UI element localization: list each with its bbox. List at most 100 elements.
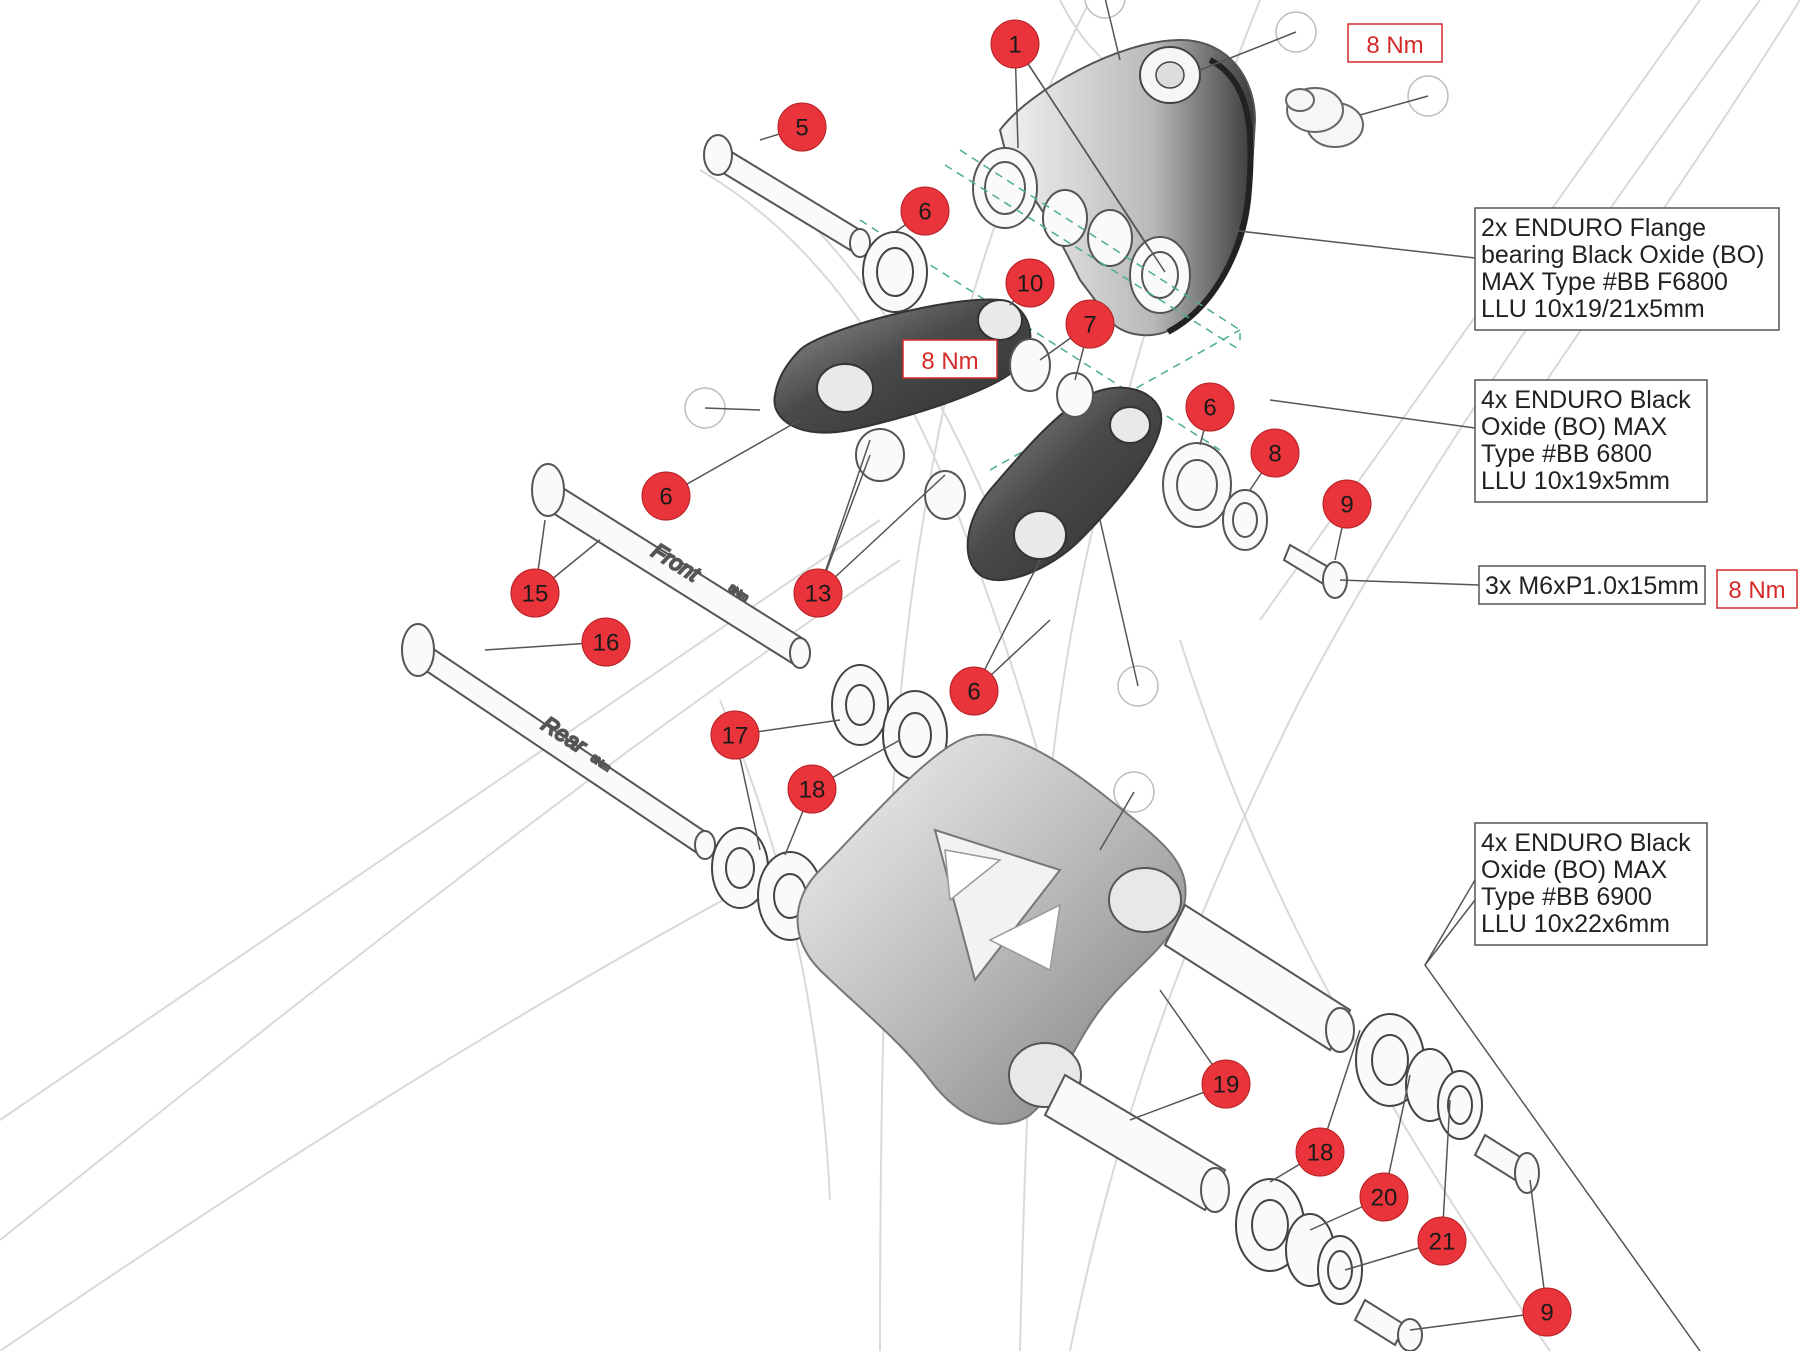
marker-number: 13 xyxy=(805,581,832,608)
part-marker-20: 20 xyxy=(1359,1172,1409,1222)
marker-number: 9 xyxy=(1340,492,1353,519)
top-bearing-stack xyxy=(972,147,1191,314)
callout-box xyxy=(1474,379,1708,503)
part-marker-6: 6 xyxy=(900,186,950,236)
marker-circle xyxy=(1359,1172,1409,1222)
marker-circle xyxy=(1322,479,1372,529)
part-marker-5: 5 xyxy=(777,102,827,152)
marker-circle xyxy=(1065,299,1115,349)
marker-circle xyxy=(1250,428,1300,478)
callout-line: LLU 10x22x6mm xyxy=(1481,910,1670,938)
marker-circle xyxy=(1185,382,1235,432)
marker-number: 6 xyxy=(918,199,931,226)
marker-number: 9 xyxy=(1540,1300,1553,1327)
part-marker-6: 6 xyxy=(1185,382,1235,432)
bolt-9a xyxy=(1282,543,1348,599)
callout-long-leader xyxy=(1424,899,1701,1352)
part-marker-17: 17 xyxy=(710,710,760,760)
sleeves-19 xyxy=(1043,903,1355,1213)
marker-circle xyxy=(581,617,631,667)
part-marker-18: 18 xyxy=(1295,1127,1345,1177)
bolts-9-lower xyxy=(1353,1133,1540,1352)
marker-number: 19 xyxy=(1213,1072,1240,1099)
callout-line: LLU 10x19/21x5mm xyxy=(1481,295,1705,323)
callout-line: Type #BB 6800 xyxy=(1481,440,1652,468)
marker-number: 18 xyxy=(1307,1140,1334,1167)
part-marker-1: 1 xyxy=(990,19,1040,69)
callout-line: 2x ENDURO Flange xyxy=(1481,214,1706,242)
part-marker-16: 16 xyxy=(581,617,631,667)
callout-leader xyxy=(1339,579,1480,586)
marker-number: 8 xyxy=(1268,441,1281,468)
callout-leader xyxy=(1269,399,1476,429)
marker-number: 7 xyxy=(1083,312,1096,339)
part-marker-13: 13 xyxy=(793,568,843,618)
part-marker-10: 10 xyxy=(1005,258,1055,308)
leader-line xyxy=(1199,31,1297,71)
callout-line: 4x ENDURO Black xyxy=(1481,386,1691,414)
marker-circle xyxy=(641,471,691,521)
leader-line xyxy=(1014,43,1166,273)
callout-box xyxy=(1474,207,1780,331)
right-link xyxy=(966,386,1163,582)
marker-number: 17 xyxy=(722,723,749,750)
marker-number: 15 xyxy=(522,581,549,608)
part-marker-15: 15 xyxy=(510,568,560,618)
marker-number: 5 xyxy=(795,115,808,142)
marker-circle xyxy=(1005,258,1055,308)
marker-number: 6 xyxy=(967,679,980,706)
marker-number: 16 xyxy=(593,630,620,657)
top-spacer xyxy=(1285,87,1364,148)
lower-bearings xyxy=(1235,1013,1483,1305)
marker-circle xyxy=(990,19,1040,69)
leader-line xyxy=(817,474,946,594)
marker-number: 21 xyxy=(1429,1229,1456,1256)
part-marker-8: 8 xyxy=(1250,428,1300,478)
callout-line: bearing Black Oxide (BO) xyxy=(1481,241,1764,269)
callout-box xyxy=(1478,565,1706,605)
mid-bearings xyxy=(855,338,1268,551)
marker-number: 18 xyxy=(799,777,826,804)
callout-line: 4x ENDURO Black xyxy=(1481,829,1691,857)
part-marker-9: 9 xyxy=(1522,1287,1572,1337)
marker-circle xyxy=(777,102,827,152)
marker-circle xyxy=(1417,1216,1467,1266)
marker-circle xyxy=(793,568,843,618)
torque-tag-bolt: 8 Nm xyxy=(1728,577,1785,604)
axle-rear: Rear 8Nm xyxy=(401,623,716,860)
marker-number: 6 xyxy=(1203,395,1216,422)
marker-circle xyxy=(1295,1127,1345,1177)
callout-line: Oxide (BO) MAX xyxy=(1481,413,1667,441)
leader-line xyxy=(817,439,871,594)
callout-leader xyxy=(1424,879,1476,966)
callout-leader xyxy=(1229,229,1476,259)
leader-line xyxy=(1099,519,1139,687)
callout-box xyxy=(1474,822,1708,946)
bearing-6a xyxy=(862,231,928,313)
marker-number: 20 xyxy=(1371,1185,1398,1212)
callout-line: 3x M6xP1.0x15mm xyxy=(1485,572,1699,600)
leader-line xyxy=(1104,0,1121,61)
marker-number: 6 xyxy=(659,484,672,511)
upper-rocker xyxy=(998,38,1257,337)
part-marker-6: 6 xyxy=(641,471,691,521)
callout-line: Type #BB 6900 xyxy=(1481,883,1652,911)
marker-circle xyxy=(510,568,560,618)
leader-line xyxy=(1099,791,1135,851)
callout-bolt: 3x M6xP1.0x15mm xyxy=(1339,565,1706,605)
marker-circle xyxy=(949,666,999,716)
part-marker-6: 6 xyxy=(949,666,999,716)
part-marker-7: 7 xyxy=(1065,299,1115,349)
marker-circle xyxy=(787,764,837,814)
axle-5 xyxy=(703,134,871,258)
callout-line: MAX Type #BB F6800 xyxy=(1481,268,1728,296)
marker-number: 10 xyxy=(1017,271,1044,298)
torque-tag-mid: 8 Nm xyxy=(921,348,978,375)
leader-line xyxy=(704,407,761,411)
